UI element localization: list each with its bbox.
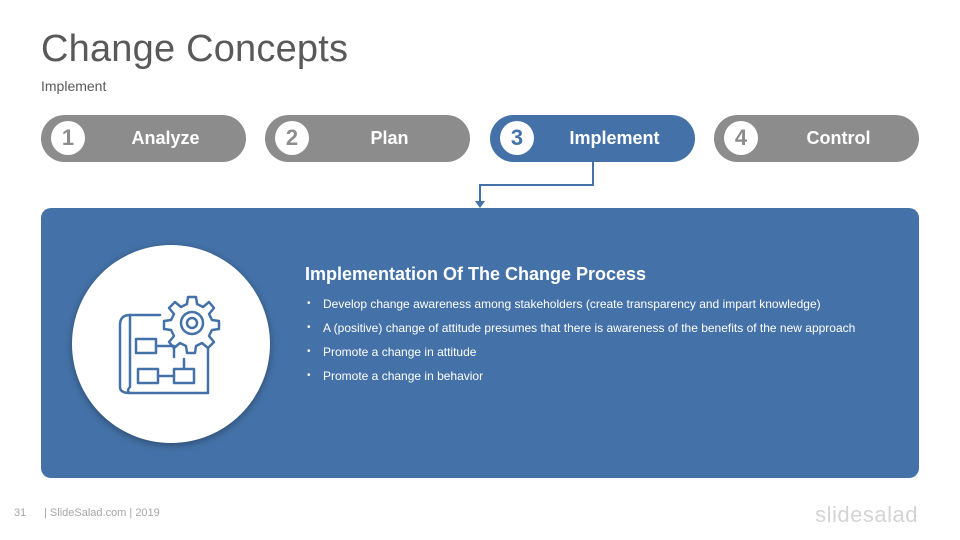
content-title: Implementation Of The Change Process	[305, 264, 647, 284]
step-number: 4	[724, 121, 758, 155]
step-implement[interactable]: 3 Implement	[490, 115, 695, 162]
step-analyze[interactable]: 1 Analyze	[41, 115, 246, 162]
icon-circle	[72, 245, 270, 443]
footer-text: | SlideSalad.com | 2019	[44, 507, 160, 519]
list-item: Promote a change in attitude	[305, 340, 875, 364]
page-number: 31	[14, 507, 27, 519]
list-item: A (positive) change of attitude presumes…	[305, 316, 875, 340]
step-control[interactable]: 4 Control	[714, 115, 919, 162]
step-number: 2	[275, 121, 309, 155]
slide-title: Change Concepts	[41, 28, 349, 70]
step-number: 1	[51, 121, 85, 155]
step-label: Control	[806, 128, 871, 148]
step-label: Analyze	[131, 128, 200, 148]
slide-subtitle: Implement	[41, 78, 107, 94]
step-label: Implement	[569, 128, 660, 148]
step-label: Plan	[370, 128, 409, 148]
step-plan[interactable]: 2 Plan	[265, 115, 470, 162]
list-item: Develop change awareness among stakehold…	[305, 292, 875, 316]
list-item: Promote a change in behavior	[305, 364, 875, 388]
blueprint-gear-icon	[118, 295, 221, 395]
step-number: 3	[500, 121, 534, 155]
bullet-list: Develop change awareness among stakehold…	[305, 292, 875, 388]
connector-arrow	[475, 162, 594, 208]
slidesalad-logo: slidesalad	[815, 502, 918, 527]
